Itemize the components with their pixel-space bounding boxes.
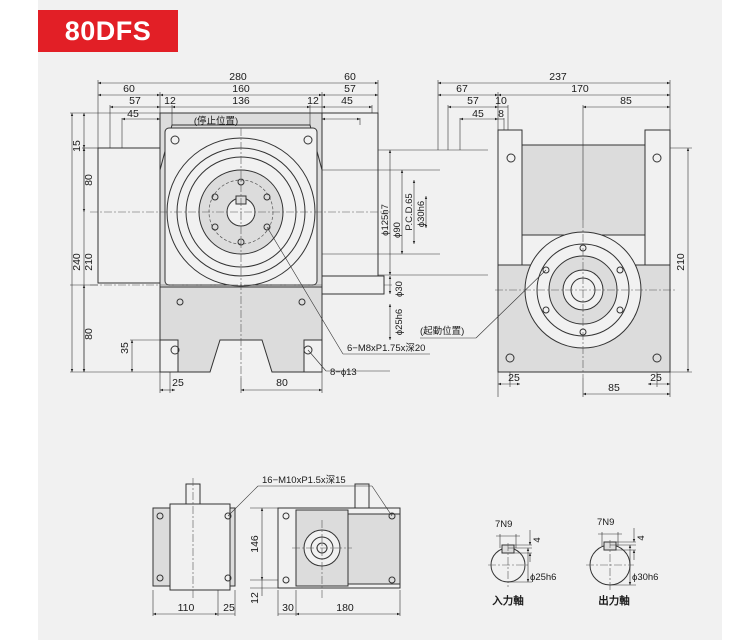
dim-front-60-left: 60 (123, 83, 135, 95)
dim-side-210: 210 (675, 253, 687, 271)
dim-side-10: 10 (495, 95, 507, 107)
dim-side-25-left: 25 (508, 372, 520, 384)
dim-side-85-top: 85 (620, 95, 632, 107)
dim-front-25: 25 (172, 377, 184, 389)
dim-phi125h7: ϕ125h7 (380, 204, 391, 236)
dim-front-160: 160 (232, 83, 250, 95)
output-shaft-dia: ϕ30h6 (632, 572, 658, 583)
note-stop-position: (停止位置) (194, 115, 238, 127)
dim-side-45: 45 (472, 108, 484, 120)
dim-side-170: 170 (571, 83, 589, 95)
dim-front-80-bottom: 80 (276, 377, 288, 389)
note-holes-phi13: 8−ϕ13 (330, 367, 357, 378)
model-badge: 80DFS (38, 10, 178, 52)
dim-phi90: ϕ90 (392, 222, 403, 238)
dim-side-25-right: 25 (650, 372, 662, 384)
output-shaft-detail: 7N9 4 ϕ30h6 出力軸 (586, 517, 658, 607)
bottom-view-left: 110 25 (152, 478, 236, 616)
dim-front-240: 240 (71, 253, 83, 271)
dim-front-80-upper: 80 (83, 174, 95, 186)
dim-side-8: 8 (498, 108, 504, 120)
note-tapped-holes-m10: 16−M10xP1.5x深15 (262, 475, 346, 486)
bottom-view-right: 146 12 30 180 16−M10xP1.5x深15 (227, 475, 401, 616)
dim-bottom-110: 110 (178, 602, 195, 614)
dim-bottom-146: 146 (249, 535, 261, 553)
dim-front-12-right: 12 (307, 95, 319, 107)
front-right-box (321, 112, 379, 284)
dim-front-35: 35 (119, 342, 131, 354)
dim-front-57-left: 57 (129, 95, 141, 107)
dim-phi30h6: ϕ30h6 (416, 201, 427, 227)
note-start-position: (起動位置) (420, 325, 464, 337)
dim-bottom-30: 30 (282, 602, 294, 614)
output-keyway: 7N9 (597, 517, 614, 528)
dim-side-237: 237 (549, 71, 567, 83)
dim-phi25h6: ϕ25h6 (394, 309, 405, 335)
dim-bottom-180: 180 (336, 602, 354, 614)
dim-side-57: 57 (467, 95, 479, 107)
input-key-depth: 4 (532, 537, 543, 542)
dim-front-57-right: 57 (344, 83, 356, 95)
dim-front-210: 210 (83, 253, 95, 271)
dim-bottom-25: 25 (223, 602, 235, 614)
input-shaft-detail: 7N9 4 ϕ25h6 入力軸 (488, 519, 556, 607)
output-shaft-label: 出力軸 (598, 594, 630, 607)
dim-pcd65: P.C.D.65 (404, 193, 415, 230)
dim-side-85-bottom: 85 (608, 382, 620, 394)
dim-side-67: 67 (456, 83, 468, 95)
note-tapped-holes-m8: 6−M8xP1.75x深20 (347, 343, 425, 354)
input-keyway: 7N9 (495, 519, 512, 530)
dim-front-60-right: 60 (344, 71, 356, 83)
input-shaft-label: 入力軸 (492, 594, 524, 607)
dim-bottom-12: 12 (249, 592, 261, 604)
dim-front-136: 136 (232, 95, 250, 107)
dim-front-45-right: 45 (341, 95, 353, 107)
output-key-depth: 4 (636, 535, 647, 540)
dim-front-12-left: 12 (164, 95, 176, 107)
front-left-box (97, 147, 163, 284)
front-view: 280 60 160 60 57 57 12 136 12 45 45 (停止位… (70, 71, 488, 393)
input-shaft-dia: ϕ25h6 (530, 572, 556, 583)
dim-front-280: 280 (229, 71, 247, 83)
dim-front-80-lower: 80 (83, 328, 95, 340)
side-view: 237 67 170 57 10 85 45 8 210 2 (420, 71, 692, 397)
dim-front-45-left: 45 (127, 108, 139, 120)
dim-front-15: 15 (71, 140, 83, 152)
dim-phi30: ϕ30 (394, 281, 405, 297)
